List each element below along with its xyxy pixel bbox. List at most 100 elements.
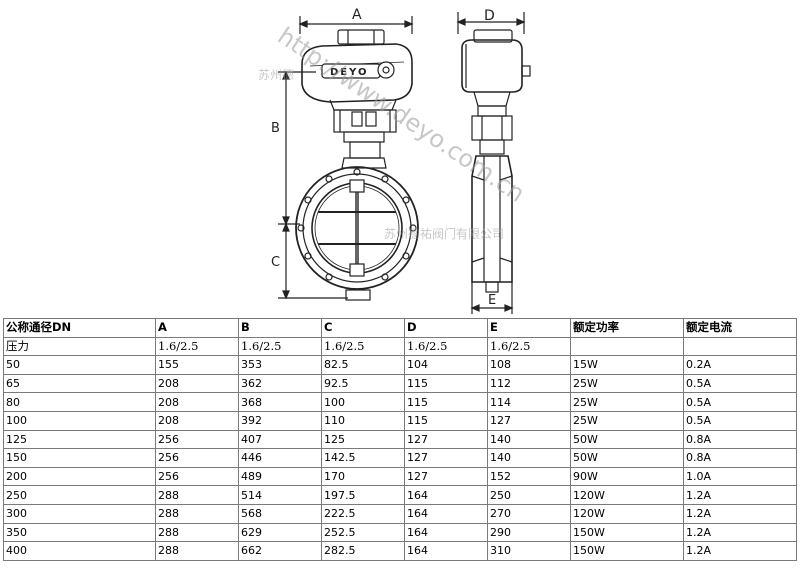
table-cell: 222.5	[321, 503, 405, 524]
pressure-cell: 1.6/2.5	[404, 336, 488, 357]
dn-cell: 350	[3, 522, 156, 543]
dn-cell: 100	[3, 410, 156, 431]
pressure-cell	[570, 336, 684, 357]
dn-cell: 300	[3, 503, 156, 524]
table-cell: 1.2A	[683, 541, 797, 561]
table-cell: 25W	[570, 410, 684, 431]
watermark-url: http://www.deyo.com.cn	[273, 22, 530, 208]
table-cell: 127	[404, 466, 488, 487]
table-cell: 127	[487, 410, 571, 431]
table-cell: 1.2A	[683, 485, 797, 505]
header-cell: 公称通径DN	[3, 318, 156, 338]
watermark-company: 苏州德祐阀门有限公司	[384, 226, 504, 241]
dn-cell: 200	[3, 466, 156, 487]
valve-body-front	[295, 166, 419, 301]
header-cell: 额定电流	[683, 318, 797, 338]
table-cell: 288	[155, 541, 239, 561]
table-cell: 514	[238, 485, 322, 505]
table-cell: 288	[155, 485, 239, 505]
table-cell: 152	[487, 466, 571, 487]
dim-label-b: B	[271, 121, 280, 136]
table-cell: 25W	[570, 392, 684, 412]
spec-table: 公称通径DN A B C D E 额定功率 额定电流 压力 1.6/2.5 1.…	[3, 318, 797, 561]
table-cell: 1.2A	[683, 503, 797, 524]
table-cell: 127	[404, 448, 488, 468]
table-cell: 0.2A	[683, 355, 797, 375]
pressure-cell: 1.6/2.5	[238, 336, 322, 357]
table-cell: 310	[487, 541, 571, 561]
table-cell: 140	[487, 429, 571, 450]
dimension-d: D	[456, 8, 526, 34]
front-view: A B C DEYO	[271, 7, 419, 301]
table-cell: 140	[487, 448, 571, 468]
dn-cell: 80	[3, 392, 156, 412]
table-cell: 256	[155, 429, 239, 450]
table-cell: 120W	[570, 485, 684, 505]
table-cell: 489	[238, 466, 322, 487]
table-header-row: 公称通径DN A B C D E 额定功率 额定电流	[3, 318, 797, 338]
table-cell: 170	[321, 466, 405, 487]
table-cell: 368	[238, 392, 322, 412]
dim-label-d: D	[484, 8, 495, 24]
dn-cell: 125	[3, 429, 156, 450]
watermark-company-short: 苏州德	[258, 67, 294, 82]
valve-drawing: A B C DEYO	[258, 7, 531, 314]
pressure-cell: 1.6/2.5	[155, 336, 239, 357]
table-cell: 25W	[570, 373, 684, 394]
table-cell: 208	[155, 392, 239, 412]
dn-cell: 50	[3, 355, 156, 375]
table-cell: 115	[404, 392, 488, 412]
dim-label-c: C	[271, 255, 280, 270]
table-cell: 407	[238, 429, 322, 450]
table-cell: 115	[404, 410, 488, 431]
table-cell: 100	[321, 392, 405, 412]
header-cell: C	[321, 318, 405, 338]
table-cell: 446	[238, 448, 322, 468]
dn-cell: 65	[3, 373, 156, 394]
table-cell: 208	[155, 373, 239, 394]
side-view: D	[456, 8, 531, 314]
table-cell: 362	[238, 373, 322, 394]
table-cell: 164	[404, 503, 488, 524]
table-cell: 115	[404, 373, 488, 394]
table-cell: 392	[238, 410, 322, 431]
dimension-e: E	[470, 282, 514, 314]
table-cell: 125	[321, 429, 405, 450]
table-cell: 50W	[570, 448, 684, 468]
table-cell: 92.5	[321, 373, 405, 394]
table-cell: 155	[155, 355, 239, 375]
table-cell: 256	[155, 448, 239, 468]
table-cell: 90W	[570, 466, 684, 487]
pressure-label: 压力	[3, 336, 156, 357]
table-cell: 15W	[570, 355, 684, 375]
table-cell: 114	[487, 392, 571, 412]
header-cell: 额定功率	[570, 318, 684, 338]
pressure-cell: 1.6/2.5	[321, 336, 405, 357]
table-cell: 120W	[570, 503, 684, 524]
table-cell: 0.5A	[683, 373, 797, 394]
table-cell: 164	[404, 485, 488, 505]
dn-cell: 400	[3, 541, 156, 561]
actuator-front: DEYO	[301, 29, 413, 111]
table-cell: 0.5A	[683, 410, 797, 431]
dim-label-e: E	[488, 293, 496, 308]
table-cell: 108	[487, 355, 571, 375]
table-cell: 252.5	[321, 522, 405, 543]
header-cell: E	[487, 318, 571, 338]
pressure-cell: 1.6/2.5	[487, 336, 571, 357]
dn-cell: 250	[3, 485, 156, 505]
table-cell: 82.5	[321, 355, 405, 375]
brand-plate: DEYO	[330, 67, 369, 78]
table-cell: 150W	[570, 541, 684, 561]
valve-neck-side	[471, 105, 513, 155]
table-cell: 197.5	[321, 485, 405, 505]
table-cell: 270	[487, 503, 571, 524]
